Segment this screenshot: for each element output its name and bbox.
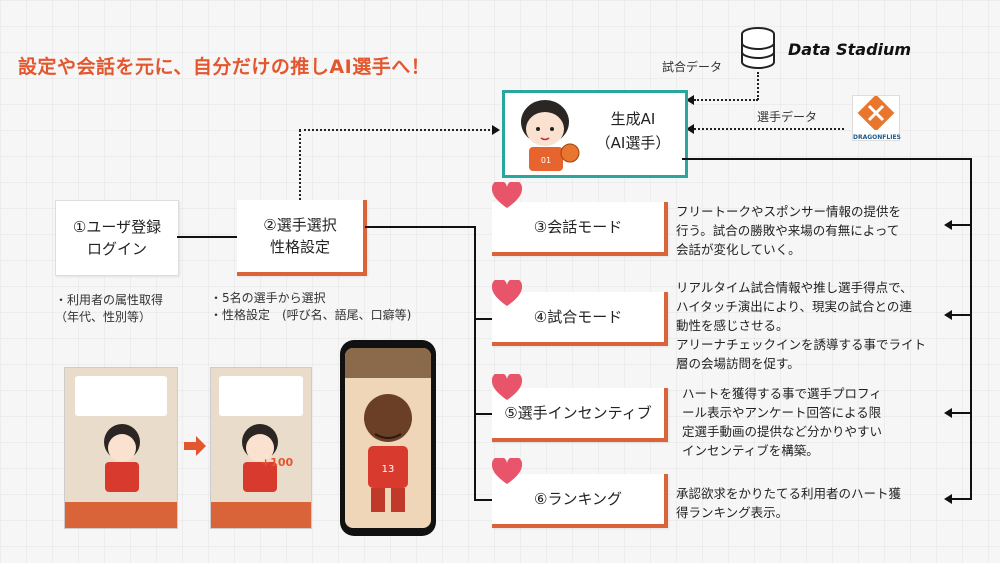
connector: [177, 236, 237, 238]
plus-badge: +100: [261, 456, 294, 469]
heart-icon: [492, 458, 522, 484]
mode-box-ranking: ⑥ランキング: [492, 474, 668, 528]
heart-icon: [492, 182, 522, 208]
dragonflies-logo: DRAGONFLIES: [852, 94, 901, 141]
desc-line: リアルタイム試合情報や推し選手得点で、: [676, 280, 913, 295]
step2-line2: 性格設定: [269, 238, 330, 256]
arrow-left-icon: [944, 310, 952, 320]
connector: [757, 72, 759, 100]
connector: [952, 412, 970, 414]
screen-footer: [65, 502, 177, 528]
mode-desc-match: リアルタイム試合情報や推し選手得点で、 ハイタッチ演出により、現実の試合との連 …: [676, 278, 926, 373]
step2-note-line1: ・5名の選手から選択: [210, 291, 326, 305]
connector: [694, 128, 844, 130]
ai-box-subtitle: （AI選手）: [595, 134, 671, 152]
step2-note: ・5名の選手から選択 ・性格設定 (呼び名、語尾、口癖等): [210, 290, 411, 324]
arrow-left-icon: [686, 124, 694, 134]
arrow-right-icon: [492, 125, 500, 135]
ai-player-avatar: 01: [521, 100, 580, 171]
branch-line: [474, 226, 476, 500]
page-title: 設定や会話を元に、自分だけの推しAI選手へ！: [18, 56, 431, 78]
mode-box-match: ④試合モード: [492, 292, 668, 346]
chat-bubble: [219, 376, 303, 416]
phone-mockup: 13: [340, 340, 436, 536]
heart-icon: [492, 280, 522, 306]
desc-line: 定選手動画の提供など分かりやすい: [682, 424, 883, 439]
step-player-select-box: ②選手選択性格設定: [237, 200, 367, 276]
mode-label: ⑤選手インセンティブ: [504, 404, 652, 422]
mode-desc-incentive: ハートを獲得する事で選手プロフィ ール表示やアンケート回答による限 定選手動画の…: [682, 384, 882, 460]
step2-note-line2: ・性格設定 (呼び名、語尾、口癖等): [210, 308, 412, 322]
player-character: [104, 424, 140, 492]
connector: [694, 99, 758, 101]
arrow-left-icon: [944, 408, 952, 418]
desc-line: ール表示やアンケート回答による限: [682, 405, 882, 420]
connector: [474, 413, 492, 415]
step1-note-line2: （年代、性別等）: [55, 310, 152, 324]
arrow-left-icon: [686, 95, 694, 105]
step1-note: ・利用者の属性取得 （年代、性別等）: [55, 292, 163, 326]
chat-bubble: [75, 376, 167, 416]
ai-box-title: 生成AI: [610, 110, 656, 128]
player-character: [242, 424, 278, 492]
match-data-label: 試合データ: [662, 60, 723, 74]
mode-desc-ranking: 承認欲求をかりたてる利用者のハート獲 得ランキング表示。: [676, 484, 901, 522]
step1-note-line1: ・利用者の属性取得: [55, 293, 164, 307]
desc-line: 承認欲求をかりたてる利用者のハート獲: [676, 486, 902, 501]
mode-box-conversation: ③会話モード: [492, 202, 668, 256]
player-data-label: 選手データ: [757, 110, 818, 124]
phone-topbar: [345, 348, 431, 378]
screen-footer: [211, 502, 311, 528]
desc-line: ハートを獲得する事で選手プロフィ: [682, 386, 882, 401]
app-screenshot-after: +100: [210, 367, 312, 529]
mode-label: ⑥ランキング: [534, 490, 622, 508]
feedback-line: [682, 158, 972, 160]
connector: [299, 130, 301, 200]
connector: [365, 226, 475, 228]
arrow-left-icon: [944, 494, 952, 504]
generative-ai-box: 01 生成AI （AI選手）: [502, 90, 688, 178]
phone-screen: 13: [345, 348, 431, 528]
connector: [952, 314, 970, 316]
mode-label: ④試合モード: [533, 308, 623, 326]
desc-line: インセンティブを構築。: [682, 443, 819, 458]
team-logo-text: DRAGONFLIES: [853, 134, 901, 141]
desc-line: 行う。試合の勝敗や来場の有無によって: [676, 223, 900, 238]
desc-line: 得ランキング表示。: [676, 505, 789, 520]
mode-label: ③会話モード: [533, 218, 623, 236]
feedback-line: [970, 158, 972, 500]
step1-line1: ①ユーザ登録: [72, 218, 162, 236]
desc-line: ハイタッチ演出により、現実の試合との連: [676, 299, 912, 314]
connector: [952, 224, 970, 226]
connector: [474, 318, 492, 320]
phone-shirt-number: 13: [382, 464, 395, 475]
shirt-number: 01: [541, 156, 551, 165]
arrow-right-icon: [184, 436, 206, 456]
step-user-registration-box: ①ユーザ登録ログイン: [55, 200, 179, 276]
desc-line: アリーナチェックインを誘導する事でライト: [676, 337, 927, 352]
connector: [299, 129, 494, 131]
app-screenshot-before: [64, 367, 178, 529]
team-logo-icon: [857, 94, 895, 132]
arrow-left-icon: [944, 220, 952, 230]
database-icon: [741, 27, 775, 69]
mode-box-incentive: ⑤選手インセンティブ: [492, 388, 668, 442]
data-stadium-logo: Data Stadium: [788, 40, 912, 59]
step2-line1: ②選手選択: [263, 216, 337, 234]
desc-line: フリートークやスポンサー情報の提供を: [676, 204, 902, 219]
connector: [952, 498, 970, 500]
player-character: 13: [364, 394, 412, 512]
desc-line: 動性を感じさせる。: [676, 318, 789, 333]
desc-line: 層の会場訪問を促す。: [676, 356, 800, 371]
heart-icon: [492, 374, 522, 400]
step1-line2: ログイン: [86, 240, 147, 258]
mode-desc-conversation: フリートークやスポンサー情報の提供を 行う。試合の勝敗や来場の有無によって 会話…: [676, 202, 901, 259]
desc-line: 会話が変化していく。: [676, 242, 801, 257]
connector: [474, 499, 492, 501]
